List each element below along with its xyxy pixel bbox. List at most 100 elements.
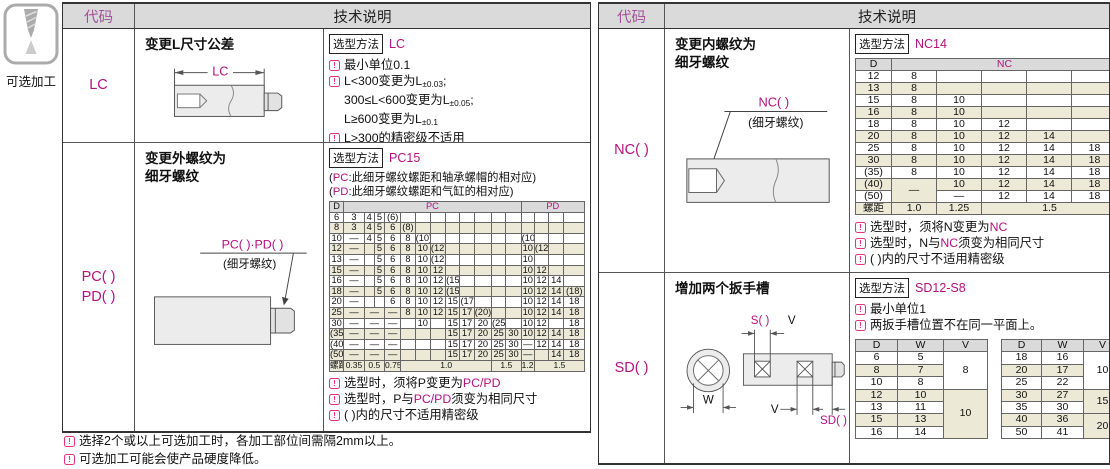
note-line: !L≥600变更为L±0.1 [329, 111, 588, 130]
table-cell [505, 232, 522, 245]
note-text: NC [940, 236, 959, 250]
table-cell: 8 [400, 253, 416, 266]
table-cell: 18 [1001, 351, 1042, 365]
table-cell [459, 285, 475, 298]
table-cell: 6 [384, 222, 402, 234]
table-cell: 14 [1026, 130, 1072, 143]
table-cell: — [343, 275, 365, 287]
table-cell: 6 [328, 211, 345, 224]
note: !L>300的精密级不适用 [329, 130, 588, 142]
table-cell [505, 264, 522, 277]
table-cell: 1.25 [520, 359, 535, 372]
table-cell: 25 [491, 328, 507, 340]
table-cell: 10 [520, 306, 535, 319]
table-cell: 10 [943, 388, 988, 440]
note: !选型时，N与NC须变为相同尺寸 [855, 235, 1107, 251]
table-cell [491, 222, 507, 234]
table-cell: 27 [1041, 388, 1084, 403]
note-text: 最小单位1 [870, 302, 927, 316]
table-cell: 13 [897, 413, 944, 427]
table-cell [400, 349, 416, 361]
pcpd-fine-thread-label: (细牙螺纹) [223, 256, 276, 270]
note: !选型时，须将N变更为NC [855, 219, 1107, 235]
note-text: 300≤L<600变更为L [344, 93, 450, 107]
table-cell: 14 [897, 425, 944, 440]
table-cell: 12 [855, 388, 898, 403]
table-cell: — [384, 349, 402, 361]
table-cell: (10) [520, 232, 535, 245]
table-cell: 5 [374, 264, 386, 277]
table-cell: 16 [328, 275, 345, 287]
table-cell [491, 306, 507, 319]
table-cell [548, 243, 565, 255]
table-cell: 36 [1041, 413, 1084, 427]
table-cell: 5 [374, 232, 386, 245]
table-cell: — [363, 338, 386, 351]
table-cell [459, 275, 475, 287]
table-cell: 14 [548, 349, 565, 361]
table-cell [459, 211, 475, 224]
table-cell: 12 [981, 166, 1027, 179]
table-cell: — [343, 338, 365, 351]
table-cell: 14 [1026, 178, 1072, 191]
table-cell: 12 [981, 178, 1027, 191]
table-cell [533, 232, 550, 245]
table-cell: 17 [459, 306, 475, 319]
table-cell [430, 232, 447, 245]
table-cell: 14 [548, 285, 565, 298]
table-cell [474, 253, 493, 266]
note: !可选加工可能会使产品硬度降低。 [64, 451, 401, 469]
table-cell: (6) [384, 211, 402, 224]
table-cell: 12 [430, 296, 447, 308]
sd-title: 增加两个扳手槽 [675, 281, 770, 296]
table-cell: — [343, 243, 365, 255]
lc-row: LC 变更L尺寸公差 LC [63, 29, 590, 142]
table-cell: 15 [445, 338, 461, 351]
table-cell [430, 338, 447, 351]
table-cell: 8 [400, 306, 416, 319]
table-cell: 14 [1026, 154, 1072, 167]
table-cell [548, 264, 565, 277]
table-cell: 30 [855, 154, 892, 167]
note: (PD:此细牙螺纹螺距和气缸的相对应) [329, 185, 588, 199]
pcpd-title: 变更外螺纹为 细牙螺纹 [145, 151, 226, 184]
table-cell [563, 211, 585, 224]
warning-icon: ! [329, 60, 340, 71]
table-cell: 8 [891, 154, 937, 167]
table-cell: 20 [328, 296, 345, 308]
pcpd-table: DPCPD6345(6)83456(8)10—4568(10)(10)12—56… [328, 201, 586, 372]
table-cell: 10 [415, 317, 431, 330]
warning-icon: ! [64, 436, 75, 447]
pcpd-drawing-label: PC( )·PD( ) [222, 237, 284, 251]
sd-w-label: W [703, 394, 714, 406]
table-cell: 14 [548, 296, 565, 308]
drill-icon [3, 3, 59, 65]
table-cell: 6 [384, 296, 402, 308]
table-header-cell: W [1041, 338, 1084, 353]
sd-sd-label: SD( ) [820, 415, 847, 427]
table-cell: (12) [533, 243, 550, 255]
table-cell: — [384, 328, 402, 340]
table-cell [430, 211, 447, 224]
table-cell: 0.5 [363, 359, 386, 372]
table-cell [1071, 118, 1109, 131]
table-cell [445, 253, 461, 266]
nc-description-area: 变更内螺纹为 细牙螺纹 NC( ) (细牙螺纹) [665, 29, 850, 272]
table-cell [1026, 118, 1072, 131]
nc-method: 选型方法 NC14 [855, 34, 1107, 54]
lc-description-area: 变更L尺寸公差 LC [135, 29, 324, 142]
table-cell: 12 [981, 118, 1027, 131]
note: !( )内的尺寸不适用精密级 [329, 407, 588, 423]
table-cell: (35) [855, 166, 892, 179]
note-text: 最小单位0.1 [344, 58, 411, 72]
table-cell: 10 [520, 243, 535, 255]
